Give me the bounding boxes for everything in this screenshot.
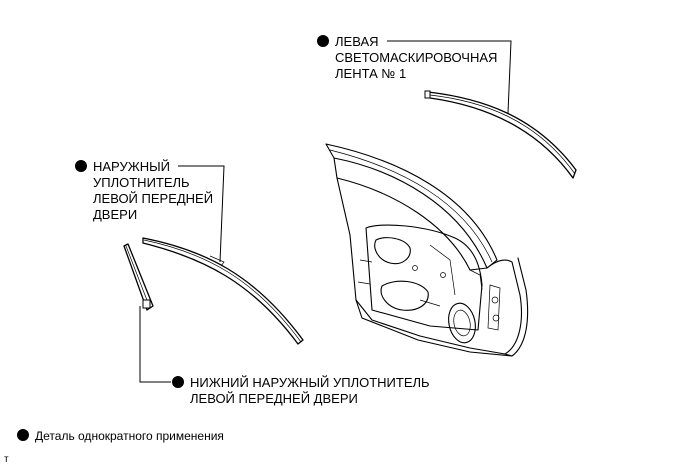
one-time-use-bullet-icon bbox=[172, 376, 184, 388]
callout-outer-weatherstrip: НАРУЖНЫЙ УПЛОТНИТЕЛЬ ЛЕВОЙ ПЕРЕДНЕЙ ДВЕР… bbox=[75, 159, 225, 263]
callout-lower-weatherstrip: НИЖНИЙ НАРУЖНЫЙ УПЛОТНИТЕЛЬ ЛЕВОЙ ПЕРЕДН… bbox=[139, 306, 430, 406]
one-time-use-bullet-icon bbox=[17, 429, 29, 441]
one-time-use-bullet-icon bbox=[75, 160, 87, 172]
lower-weatherstrip-part bbox=[123, 243, 154, 311]
front-door-illustration bbox=[325, 143, 529, 357]
leader-line-lower bbox=[139, 306, 171, 383]
callout-tape-line-3: ЛЕНТА № 1 bbox=[335, 66, 406, 81]
light-shield-tape-part bbox=[424, 90, 577, 179]
callout-weatherstrip-line-2: УПЛОТНИТЕЛЬ bbox=[93, 175, 190, 190]
legend: Деталь однократного применения bbox=[17, 429, 224, 443]
callout-weatherstrip-line-4: ДВЕРИ bbox=[93, 207, 137, 222]
callout-light-shield-tape: ЛЕВАЯ СВЕТОМАСКИРОВОЧНАЯ ЛЕНТА № 1 bbox=[317, 34, 512, 114]
callout-weatherstrip-line-3: ЛЕВОЙ ПЕРЕДНЕЙ bbox=[93, 191, 213, 206]
callout-lower-line-1: НИЖНИЙ НАРУЖНЫЙ УПЛОТНИТЕЛЬ bbox=[190, 375, 430, 390]
callout-tape-line-2: СВЕТОМАСКИРОВОЧНАЯ bbox=[335, 50, 497, 65]
one-time-use-bullet-icon bbox=[317, 35, 329, 47]
leader-line-tape bbox=[387, 40, 512, 114]
callout-weatherstrip-line-1: НАРУЖНЫЙ bbox=[93, 159, 170, 174]
callout-lower-line-2: ЛЕВОЙ ПЕРЕДНЕЙ ДВЕРИ bbox=[190, 391, 358, 406]
footer-mark: т bbox=[4, 454, 9, 465]
legend-text: Деталь однократного применения bbox=[35, 429, 224, 443]
callout-tape-line-1: ЛЕВАЯ bbox=[335, 34, 379, 49]
leader-line-weatherstrip bbox=[178, 165, 225, 263]
outer-weatherstrip-part bbox=[142, 237, 304, 345]
